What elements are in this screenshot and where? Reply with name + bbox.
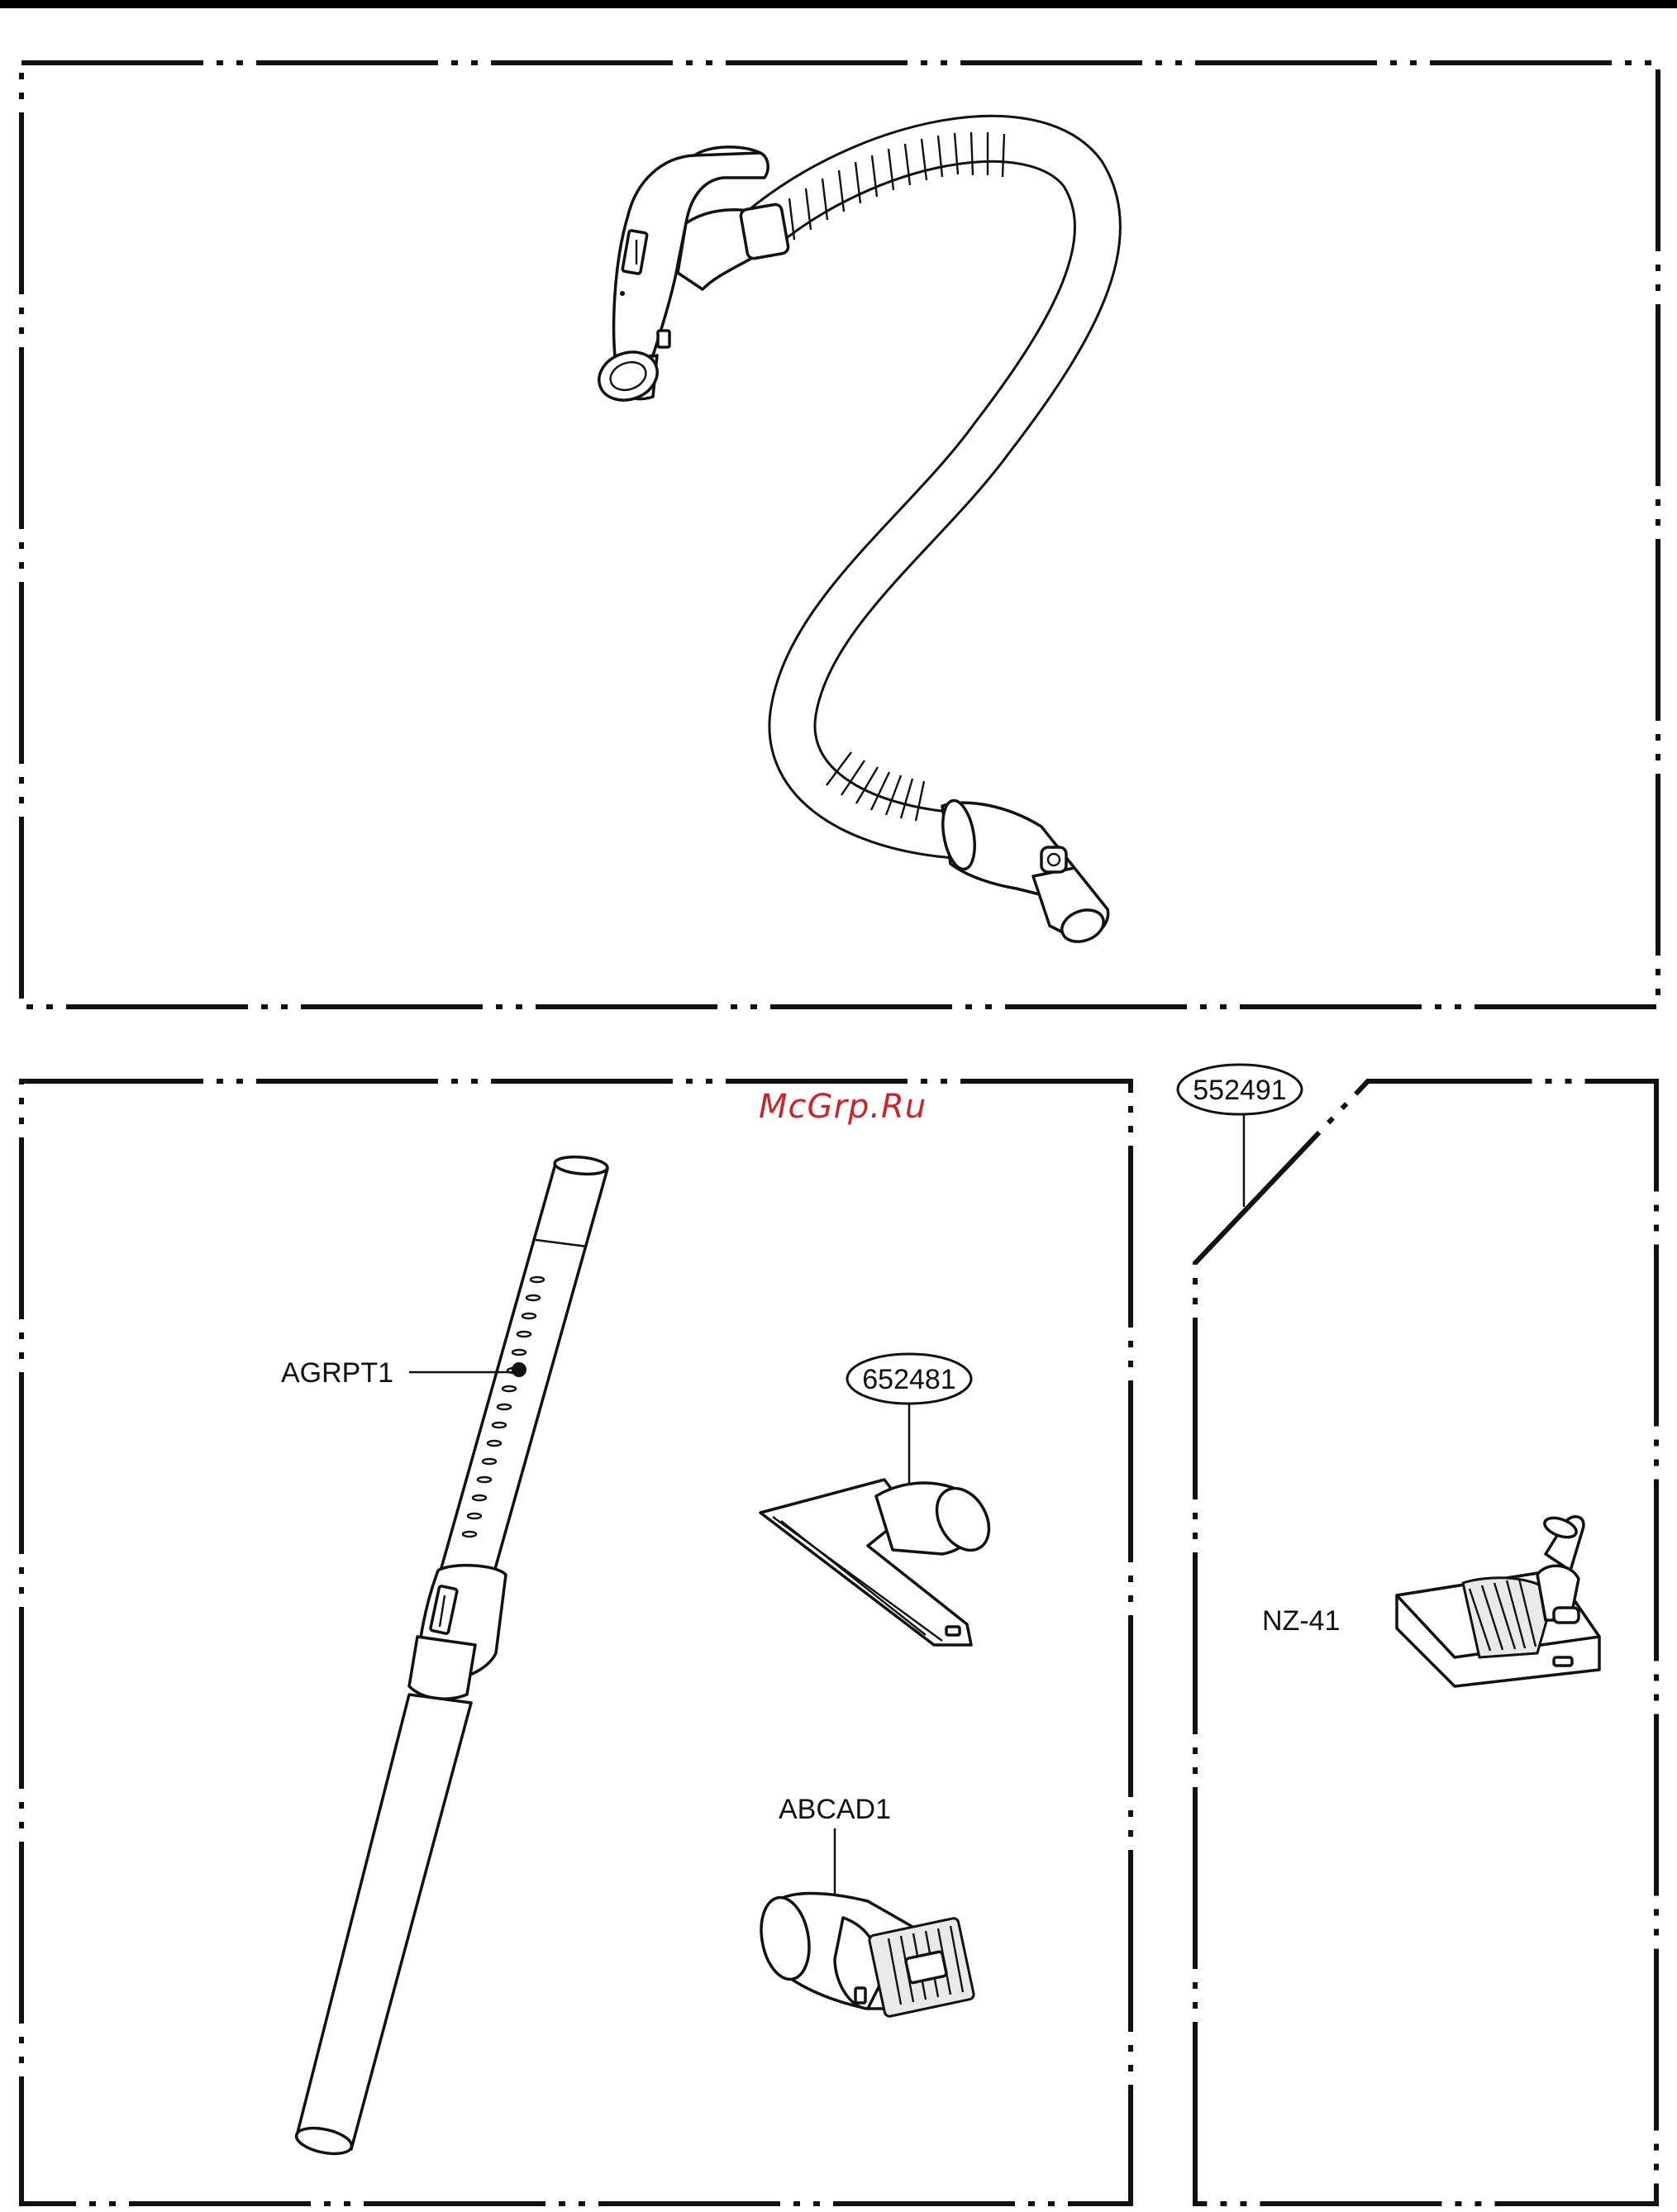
header-band xyxy=(0,0,1677,8)
hose-handle xyxy=(593,147,789,408)
hose-connector xyxy=(938,799,1108,947)
label-652481: 652481 xyxy=(862,1364,955,1395)
telescopic-tube xyxy=(294,1155,608,2158)
watermark: McGrp.Ru xyxy=(759,1088,927,1126)
dusting-brush: ABCAD1 xyxy=(755,1794,974,2017)
label-nz41: NZ-41 xyxy=(1262,1605,1340,1637)
upholstery-nozzle: 652481 xyxy=(760,1354,999,1645)
label-abcad1: ABCAD1 xyxy=(779,1794,891,1825)
hose-assembly xyxy=(593,132,1108,947)
label-552491: 552491 xyxy=(1193,1075,1286,1106)
floor-nozzle xyxy=(1397,1514,1599,1686)
label-agrpt1: AGRPT1 xyxy=(281,1357,393,1389)
